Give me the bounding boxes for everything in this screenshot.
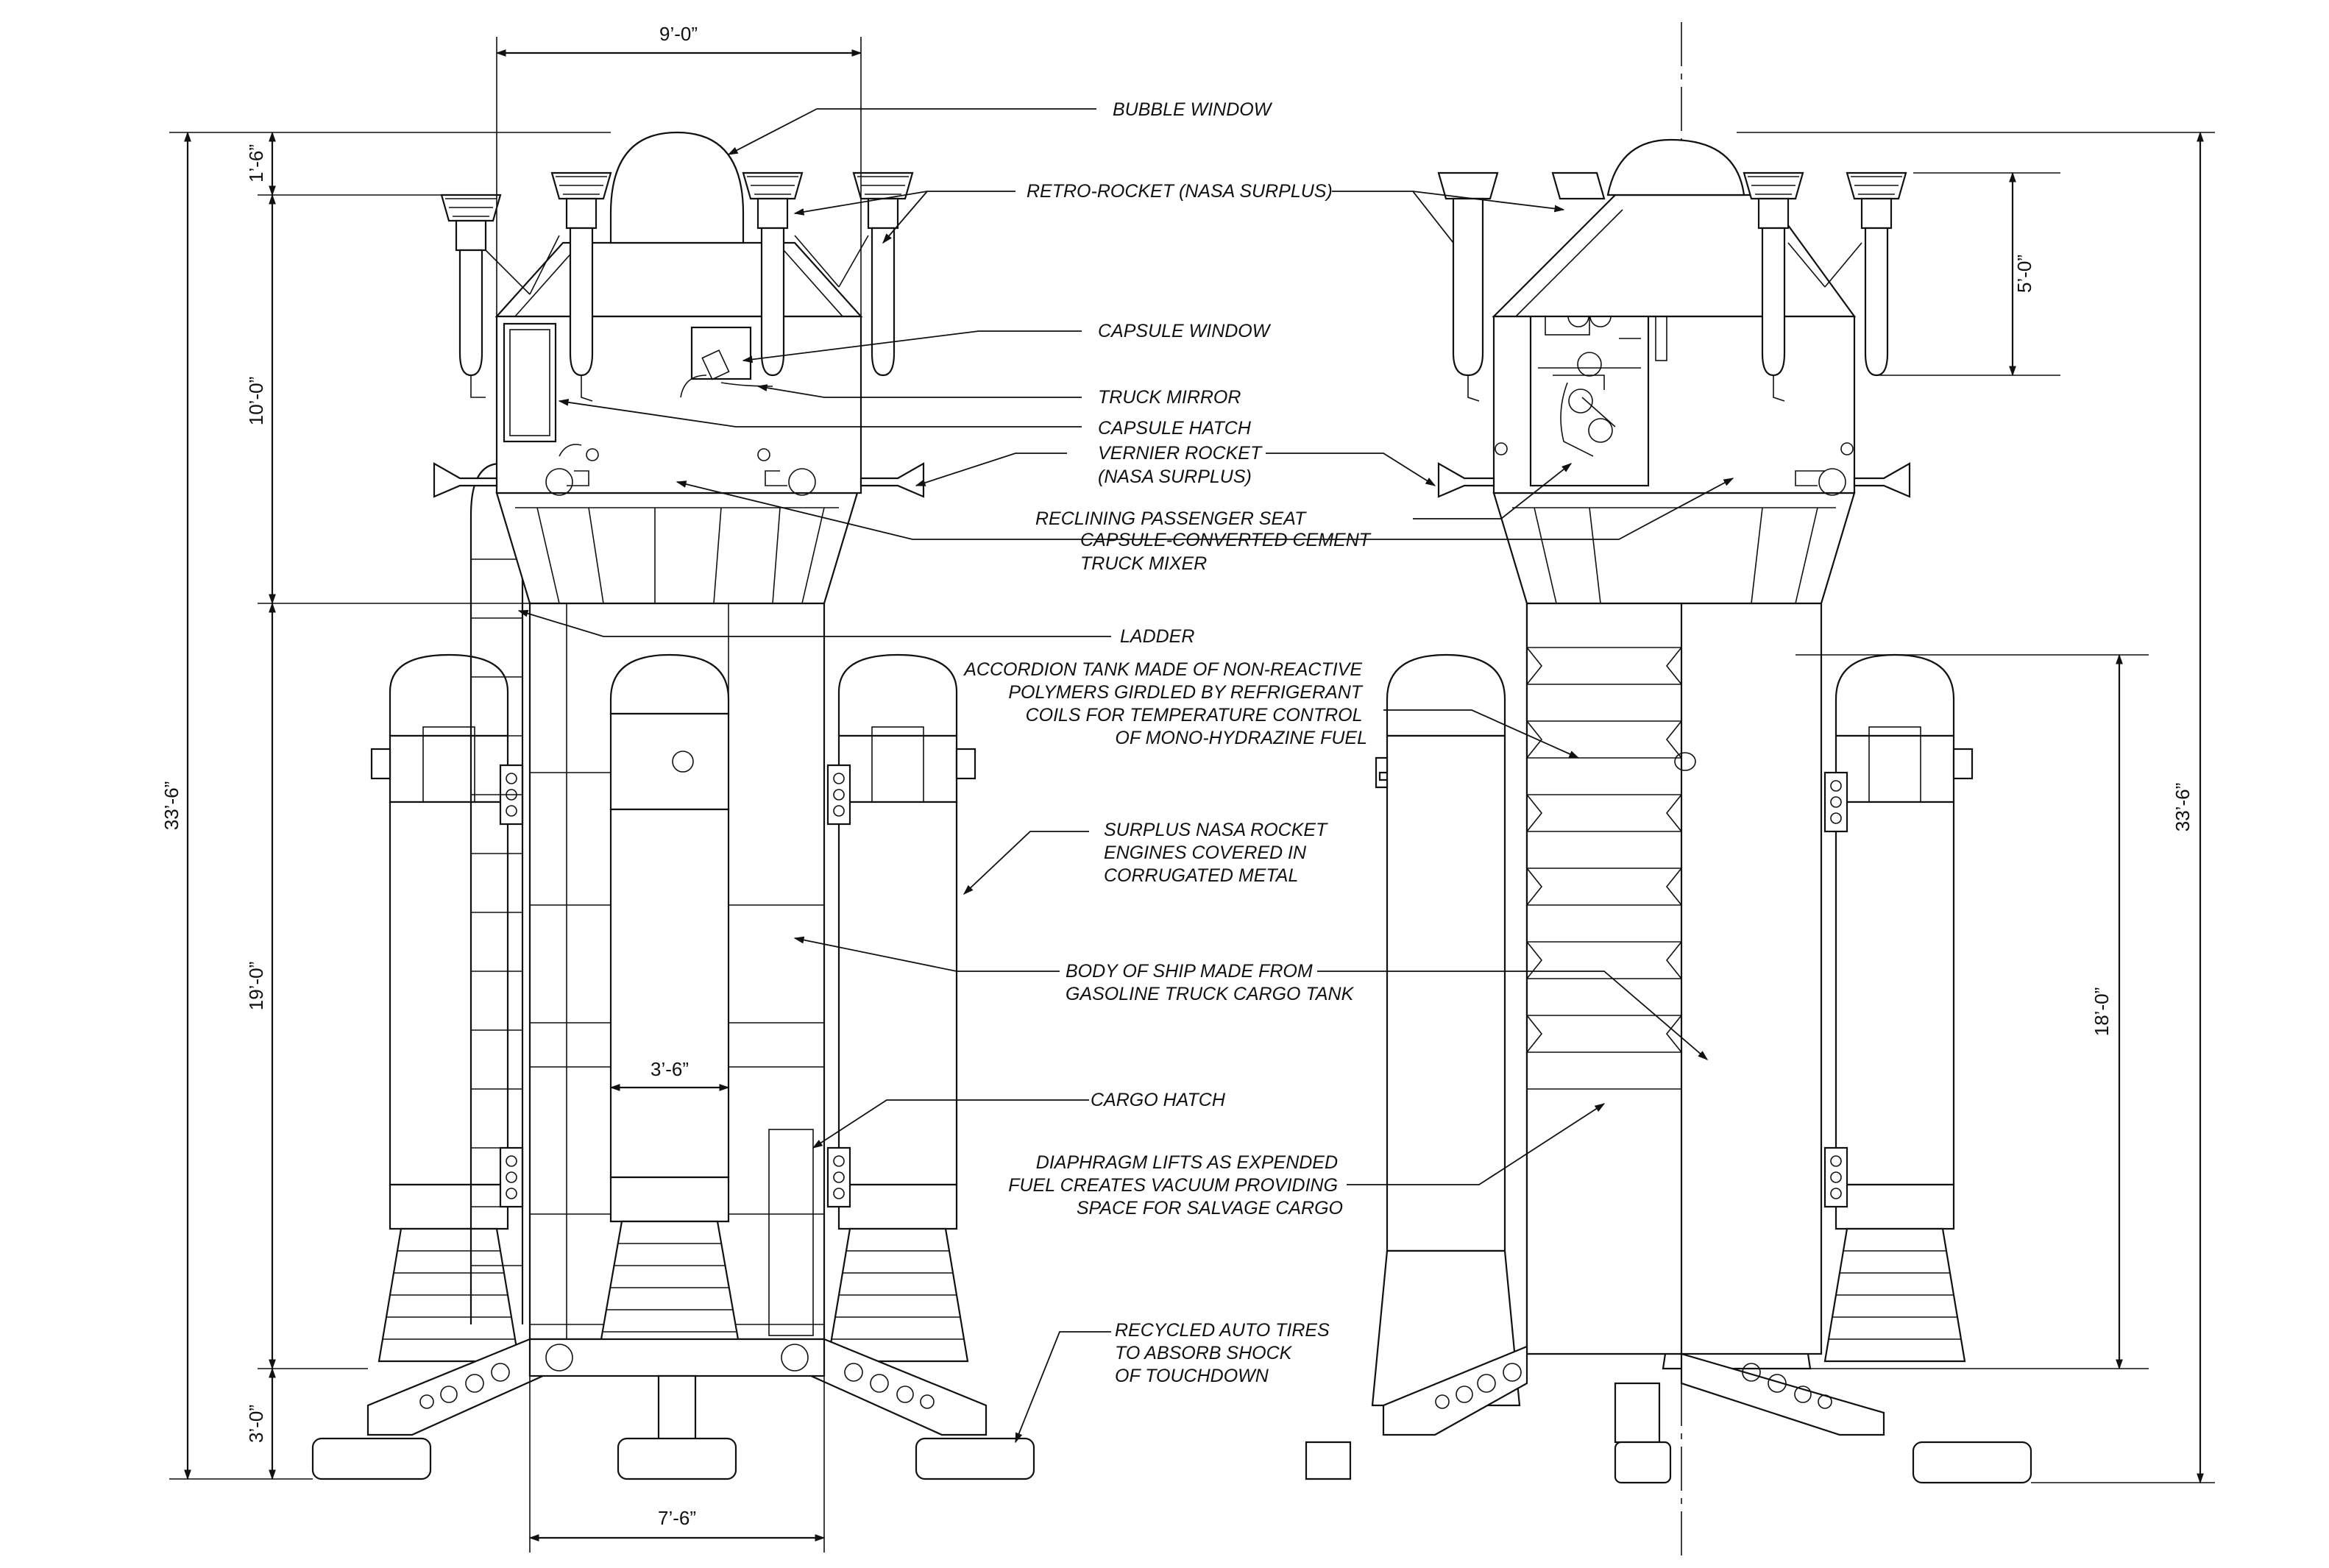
dim-bubble-height: 1’-6” (245, 144, 267, 182)
label-bubble-window: BUBBLE WINDOW (1113, 99, 1273, 120)
label-ship-body: BODY OF SHIP MADE FROM GASOLINE TRUCK CA… (1066, 961, 1355, 1004)
bubble-window-side (1606, 138, 1745, 196)
dim-base-width: 7’-6” (658, 1507, 696, 1529)
ladder (469, 462, 524, 1324)
landing-gear-front (311, 1338, 1035, 1480)
capsule-roof-side (1492, 194, 1857, 318)
dim-retro-height: 5’-0” (2013, 255, 2035, 293)
dim-capsule-height: 10’-0” (245, 377, 267, 425)
bubble-window-front (609, 131, 745, 244)
callout-labels: BUBBLE WINDOW RETRO-ROCKET (NASA SURPLUS… (963, 99, 1375, 1386)
dim-overall-height-left: 33’-6” (160, 781, 182, 830)
label-accordion-tank: ACCORDION TANK MADE OF NON-REACTIVE POLY… (963, 659, 1367, 748)
label-auto-tires: RECYCLED AUTO TIRES TO ABSORB SHOCK OF T… (1115, 1320, 1335, 1386)
dimension-lines: 9’-0” 33’-6” 1’-6” 10’-0” 19’-0” 3’-0” 3… (160, 23, 2215, 1553)
landing-gear-side (1305, 1345, 2032, 1484)
vernier-rockets-front (433, 462, 925, 498)
side-view (1305, 22, 2032, 1560)
center-booster (595, 653, 745, 1370)
capsule-side (1492, 264, 1856, 496)
label-cargo-hatch: CARGO HATCH (1091, 1090, 1226, 1110)
dim-leg-height: 3’-0” (245, 1405, 267, 1443)
front-view (311, 131, 1035, 1480)
label-cement-mixer: CAPSULE-CONVERTED CEMENT TRUCK MIXER (1080, 530, 1375, 574)
left-booster (370, 653, 524, 1363)
dim-body-height: 19’-0” (245, 962, 267, 1010)
right-booster (826, 653, 976, 1363)
label-vernier-rocket: VERNIER ROCKET (NASA SURPLUS) (1098, 443, 1266, 487)
leader-lines (517, 108, 1734, 1444)
vernier-rockets-side (1437, 462, 1911, 498)
label-reclining-seat: RECLINING PASSENGER SEAT (1035, 508, 1307, 529)
label-ladder: LADDER (1120, 626, 1194, 647)
capsule-roof-front (494, 241, 863, 318)
label-capsule-window: CAPSULE WINDOW (1098, 321, 1272, 341)
cement-mixer-front (495, 492, 859, 605)
label-capsule-hatch: CAPSULE HATCH (1098, 418, 1252, 439)
label-surplus-engines: SURPLUS NASA ROCKET ENGINES COVERED IN C… (1104, 820, 1332, 886)
retro-rockets-side (1437, 171, 1907, 402)
dim-capsule-width: 9’-0” (659, 23, 698, 45)
dim-booster-width: 3’-6” (651, 1058, 689, 1080)
dim-overall-height-right: 33’-6” (2172, 783, 2194, 831)
dim-booster-height: 18’-0” (2091, 987, 2113, 1036)
label-diaphragm: DIAPHRAGM LIFTS AS EXPENDED FUEL CREATES… (1008, 1152, 1343, 1218)
retro-rockets-front (440, 171, 914, 402)
capsule-front (495, 315, 862, 496)
label-truck-mirror: TRUCK MIRROR (1098, 387, 1241, 408)
accordion-tank-side (1525, 602, 1823, 1355)
label-retro-rocket: RETRO-ROCKET (NASA SURPLUS) (1027, 181, 1333, 202)
